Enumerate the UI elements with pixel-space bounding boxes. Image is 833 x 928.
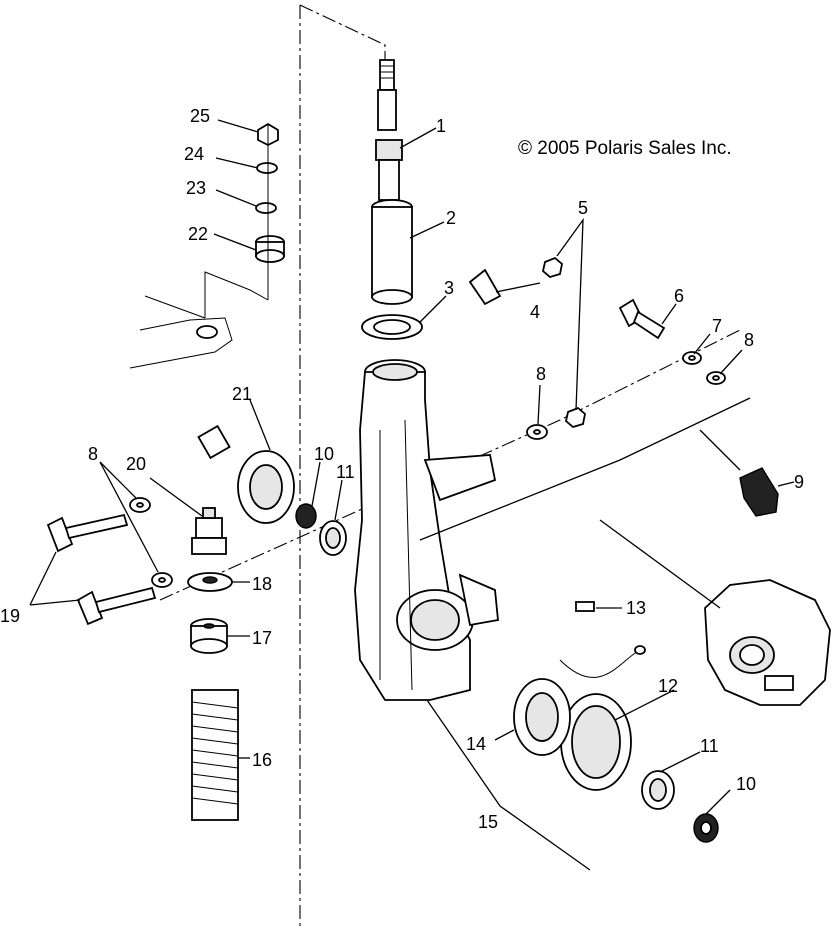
callout-10-upper: 10 bbox=[314, 444, 334, 464]
callout-15: 15 bbox=[478, 812, 498, 832]
callout-9: 9 bbox=[794, 472, 804, 492]
callout-labels: 1 2 3 4 5 6 7 8 8 8 9 10 10 11 11 12 13 … bbox=[0, 106, 804, 832]
part-12-ring bbox=[560, 693, 632, 791]
steering-knuckle bbox=[354, 359, 499, 701]
callout-6: 6 bbox=[674, 286, 684, 306]
mounting-plate bbox=[129, 271, 269, 369]
part-8-washer-center bbox=[526, 424, 548, 440]
callout-24: 24 bbox=[184, 144, 204, 164]
part-1-strut-shaft bbox=[375, 59, 403, 201]
bracket-15 bbox=[426, 699, 591, 871]
part-20-fitting bbox=[191, 507, 227, 555]
leader-caliper bbox=[599, 519, 721, 609]
part-5-nut-lower bbox=[565, 406, 586, 429]
part-4-bracket bbox=[468, 268, 541, 306]
part-13-sensor bbox=[559, 601, 646, 678]
part-14-seal bbox=[513, 678, 571, 756]
part-10-nut-lower bbox=[693, 813, 719, 843]
part-24-washer bbox=[256, 162, 278, 174]
part-11-bearing-upper bbox=[319, 520, 347, 556]
part-21-seal bbox=[237, 450, 295, 524]
callout-25: 25 bbox=[190, 106, 210, 126]
part-18-flange bbox=[187, 572, 233, 592]
callout-4: 4 bbox=[530, 302, 540, 322]
part-8-washer-left-upper bbox=[129, 497, 151, 513]
callout-8-left: 8 bbox=[88, 444, 98, 464]
part-8-washer-left-lower bbox=[151, 572, 173, 588]
part-19-bolt-upper bbox=[46, 513, 129, 553]
callout-14: 14 bbox=[466, 734, 486, 754]
callout-3: 3 bbox=[444, 278, 454, 298]
part-5-nut-upper bbox=[542, 256, 563, 279]
callout-8-right: 8 bbox=[744, 330, 754, 350]
part-9-brake-pad bbox=[739, 467, 779, 517]
part-8-washer-right bbox=[706, 371, 726, 385]
part-11-bearing-lower bbox=[641, 770, 675, 810]
callout-23: 23 bbox=[186, 178, 206, 198]
callout-7: 7 bbox=[712, 316, 722, 336]
part-19-bolt-lower bbox=[76, 586, 157, 626]
part-23-washer bbox=[255, 202, 277, 214]
callout-18: 18 bbox=[252, 574, 272, 594]
callout-2: 2 bbox=[446, 208, 456, 228]
callout-5: 5 bbox=[578, 198, 588, 218]
callout-11-upper: 11 bbox=[336, 462, 355, 482]
callout-21: 21 bbox=[232, 384, 252, 404]
copyright-notice: © 2005 Polaris Sales Inc. bbox=[518, 138, 732, 159]
strut-axis-upper bbox=[299, 4, 386, 60]
part-10-nut-upper bbox=[295, 503, 317, 529]
part-6-bolt bbox=[618, 298, 666, 340]
leader-9 bbox=[699, 429, 741, 471]
callout-13: 13 bbox=[626, 598, 646, 618]
leader-lines bbox=[29, 119, 795, 815]
grease-fitting bbox=[197, 424, 231, 460]
callout-8-center: 8 bbox=[536, 364, 546, 384]
callout-11-lower: 11 bbox=[700, 736, 719, 756]
callout-10-lower: 10 bbox=[736, 774, 756, 794]
leader-8-right bbox=[419, 397, 751, 541]
part-16-spring bbox=[191, 689, 239, 821]
callout-17: 17 bbox=[252, 628, 272, 648]
callout-16: 16 bbox=[252, 750, 272, 770]
leader-5 bbox=[556, 217, 584, 411]
part-22-bushing bbox=[255, 235, 285, 263]
callout-1: 1 bbox=[436, 116, 446, 136]
callout-20: 20 bbox=[126, 454, 146, 474]
brake-caliper bbox=[704, 579, 831, 706]
callout-12: 12 bbox=[658, 676, 678, 696]
part-7-washer bbox=[682, 351, 702, 365]
callout-22: 22 bbox=[188, 224, 208, 244]
part-17-plug bbox=[190, 618, 228, 654]
wheel-axis-line bbox=[159, 329, 741, 601]
callout-19: 19 bbox=[0, 606, 20, 626]
part-3-ring bbox=[361, 314, 423, 340]
part-2-strut-body bbox=[371, 199, 413, 305]
